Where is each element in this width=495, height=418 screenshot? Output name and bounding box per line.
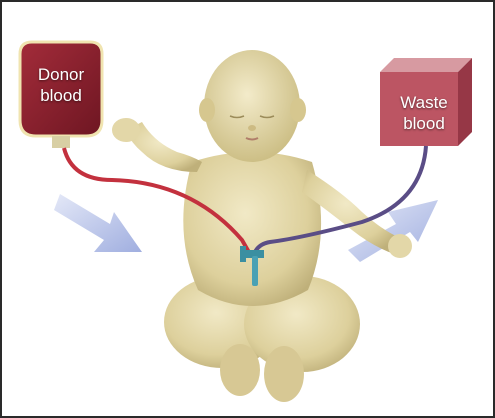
donor-blood-label: Donor blood (22, 64, 100, 106)
waste-blood-label: Waste blood (386, 92, 462, 134)
infant (112, 50, 412, 402)
inflow-arrow (54, 194, 142, 252)
